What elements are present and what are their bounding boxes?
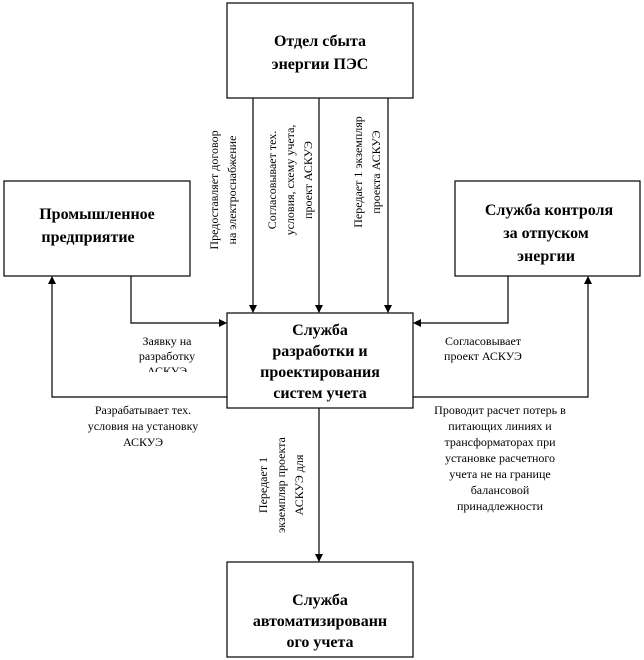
label-line: Проводит расчет потерь в — [434, 403, 566, 417]
box-title-line: энергии ПЭС — [272, 56, 369, 73]
box-title-line: Отдел сбыта — [274, 33, 366, 50]
box-title-line: Промышленное — [39, 206, 155, 223]
label-line: установке расчетного — [445, 451, 555, 465]
label-line: АСКУЭ — [147, 364, 187, 378]
label-line: на электроснабжение — [225, 136, 239, 245]
label-line: Разрабатывает тех. — [95, 403, 191, 417]
box-design-service: Служба разработки и проектирования систе… — [226, 312, 414, 409]
label-line: проект АСКУЭ — [301, 141, 315, 219]
label-line: учета не на границе — [449, 467, 550, 481]
label-line: Согласовывает тех. — [265, 131, 279, 230]
box-title-line: Служба — [292, 592, 348, 609]
box-title-line: проектирования — [260, 364, 380, 381]
box-automated-metering-service: Служба автоматизированн ого учета — [226, 561, 414, 658]
box-title-line: автоматизированн — [253, 613, 387, 630]
label-line: Согласовывает — [445, 334, 522, 348]
box-energy-control-service: Служба контроля за отпуском энергии — [454, 180, 641, 277]
label-line: условия на установку — [88, 419, 198, 433]
box-industrial-enterprise: Промышленное предприятие — [3, 180, 191, 277]
label-line: Заявку на — [143, 334, 193, 348]
label-line: условия, схему учета, — [283, 125, 297, 236]
label-line: экземпляр проекта — [274, 436, 288, 532]
arrow-loss-calc — [413, 276, 592, 398]
label-request: Заявку на разработку АСКУЭ — [139, 334, 195, 378]
label-line: проект АСКУЭ — [444, 349, 522, 363]
label-line: разработку — [139, 349, 195, 363]
box-title-line: Служба контроля — [485, 202, 614, 219]
label-pass-copy-auto: Передает 1 экземпляр проекта АСКУЭ для — [256, 436, 306, 532]
box-title-line: предприятие — [41, 229, 134, 246]
label-pass-copy: Передает 1 экземпляр проекта АСКУЭ — [351, 116, 383, 228]
box-title-line: ого учета — [286, 634, 353, 651]
label-develop-conditions: Разрабатывает тех. условия на установку … — [88, 403, 198, 449]
label-line: АСКУЭ для — [292, 454, 306, 515]
label-contract: Предоставляет договор на электроснабжени… — [207, 130, 239, 249]
label-line: Предоставляет договор — [207, 130, 221, 249]
label-agree-project: Согласовывает проект АСКУЭ — [444, 334, 522, 363]
box-title-line: систем учета — [273, 385, 366, 402]
label-line: АСКУЭ — [123, 435, 163, 449]
label-loss-calc: Проводит расчет потерь в питающих линиях… — [434, 403, 566, 513]
arrow-request — [130, 276, 227, 327]
box-title-line: разработки и — [272, 343, 367, 360]
label-line: трансформаторах при — [445, 435, 557, 449]
label-agree-conditions: Согласовывает тех. условия, схему учета,… — [265, 125, 315, 236]
label-line: Передает 1 экземпляр — [351, 116, 365, 228]
box-sales-department: Отдел сбыта энергии ПЭС — [226, 2, 414, 99]
box-title-line: за отпуском — [503, 225, 589, 242]
label-line: Передает 1 — [256, 457, 270, 513]
label-line: принадлежности — [457, 499, 544, 513]
box-title-line: энергии — [517, 248, 575, 265]
label-line: проекта АСКУЭ — [369, 130, 383, 213]
arrow-develop-conditions — [48, 276, 227, 398]
label-line: питающих линиях и — [448, 419, 552, 433]
label-line: балансовой — [471, 483, 530, 497]
arrow-agree-project — [413, 276, 509, 327]
box-title-line: Служба — [292, 322, 348, 339]
